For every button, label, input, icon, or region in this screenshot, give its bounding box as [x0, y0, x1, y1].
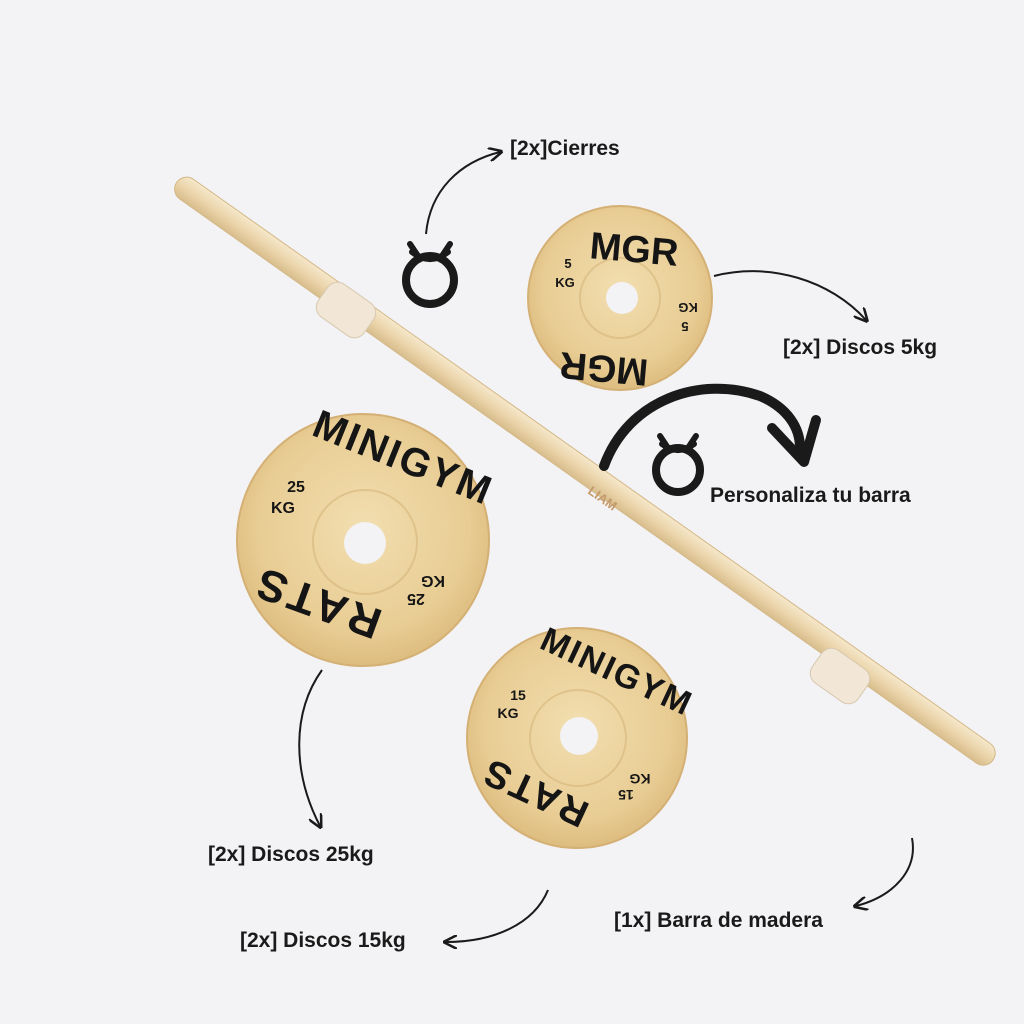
plate-15kg-weight: 15: [510, 687, 526, 703]
plate-25kg-weight-b: 25: [407, 590, 425, 607]
label-plates-5kg: [2x] Discos 5kg: [783, 336, 938, 359]
plate-5kg-unit-b: KG: [678, 300, 698, 315]
plate-5kg-hole: [606, 282, 638, 314]
clamp-icon-customize: [652, 433, 704, 496]
plate-25kg-unit: KG: [271, 500, 295, 517]
plate-25kg-weight: 25: [287, 479, 305, 496]
plate-15kg: MINIGYM RATS 15 KG 15 KG: [466, 620, 699, 849]
plate-5kg-weight: 5: [564, 256, 571, 271]
plate-25kg-hole: [344, 522, 386, 564]
bar-collar-right: [809, 647, 871, 705]
plate-5kg-unit: KG: [555, 275, 575, 290]
plate-15kg-unit: KG: [498, 705, 519, 721]
label-customize: Personaliza tu barra: [710, 484, 911, 507]
plate-5kg-top-text: MGR: [588, 225, 680, 275]
arrow-to-15kg-label: [446, 889, 549, 942]
customize-arrow-head-icon: [767, 415, 821, 467]
label-plates-25kg: [2x] Discos 25kg: [208, 843, 374, 866]
label-clamps: [2x]Cierres: [510, 137, 620, 160]
plate-5kg-weight-b: 5: [681, 319, 688, 334]
plate-15kg-hole: [560, 717, 598, 755]
label-plates-15kg: [2x] Discos 15kg: [240, 929, 406, 952]
label-bar: [1x] Barra de madera: [614, 909, 823, 932]
plate-5kg: MGR MGR 5 KG 5 KG: [527, 205, 713, 393]
arrow-to-bar-label: [856, 837, 914, 906]
bar-collar-left: [315, 281, 377, 339]
customize-curved-arrow-icon: [599, 383, 805, 471]
arrow-to-25kg-label: [298, 669, 323, 826]
plate-25kg-unit-b: KG: [421, 572, 445, 589]
arrow-to-5kg-label: [713, 270, 866, 320]
arrow-to-clamps: [425, 152, 500, 235]
plate-15kg-weight-b: 15: [618, 787, 634, 803]
plate-5kg-bottom-text: MGR: [558, 343, 650, 393]
plate-15kg-unit-b: KG: [629, 771, 650, 787]
plate-25kg: MINIGYM RATS 25 KG 25 KG: [236, 402, 499, 667]
clamp-icon: [402, 241, 458, 308]
